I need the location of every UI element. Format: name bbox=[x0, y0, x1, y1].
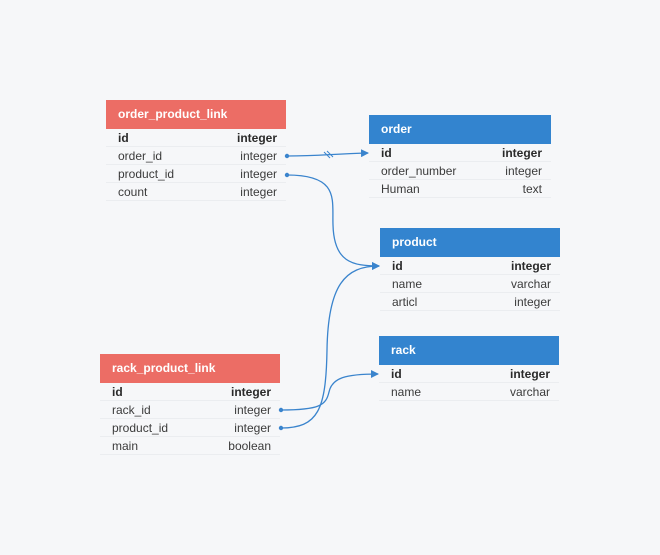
table-row: id integer bbox=[380, 257, 560, 275]
table-row: rack_id integer bbox=[100, 401, 280, 419]
column-type: integer bbox=[230, 385, 271, 399]
connector-crossmark bbox=[323, 150, 334, 159]
column-type: integer bbox=[234, 403, 271, 417]
table-row: name varchar bbox=[379, 383, 559, 401]
table-header[interactable]: rack bbox=[379, 336, 559, 365]
table-row: order_number integer bbox=[369, 162, 551, 180]
column-name: product_id bbox=[118, 167, 175, 181]
table-row: articl integer bbox=[380, 293, 560, 311]
table-order-product-link[interactable]: order_product_link id integer order_id i… bbox=[106, 100, 286, 201]
column-name: id bbox=[118, 131, 129, 145]
connector-line bbox=[280, 262, 380, 429]
column-name: articl bbox=[392, 295, 418, 309]
connector-line bbox=[286, 149, 369, 158]
table-row: Human text bbox=[369, 180, 551, 198]
table-rack[interactable]: rack id integer name varchar bbox=[379, 336, 559, 401]
table-order[interactable]: order id integer order_number integer Hu… bbox=[369, 115, 551, 198]
column-type: boolean bbox=[228, 439, 271, 453]
connector-line bbox=[280, 370, 379, 411]
column-type: integer bbox=[240, 185, 277, 199]
table-row: product_id integer bbox=[106, 165, 286, 183]
table-row: id integer bbox=[369, 144, 551, 162]
column-type: integer bbox=[236, 131, 277, 145]
column-name: id bbox=[391, 367, 402, 381]
connector-order-id[interactable] bbox=[284, 149, 369, 159]
table-header[interactable]: product bbox=[380, 228, 560, 257]
column-name: id bbox=[112, 385, 123, 399]
column-name: id bbox=[392, 259, 403, 273]
column-type: text bbox=[522, 182, 542, 196]
column-type: integer bbox=[510, 259, 551, 273]
column-type: integer bbox=[240, 149, 277, 163]
table-row: name varchar bbox=[380, 275, 560, 293]
table-row: id integer bbox=[106, 129, 286, 147]
column-name: name bbox=[392, 277, 423, 291]
table-header[interactable]: order bbox=[369, 115, 551, 144]
column-type: integer bbox=[240, 167, 277, 181]
connector-product-id-rack-link[interactable] bbox=[278, 262, 380, 431]
column-name: Human bbox=[381, 182, 420, 196]
table-row: id integer bbox=[379, 365, 559, 383]
table-row: id integer bbox=[100, 383, 280, 401]
column-type: integer bbox=[234, 421, 271, 435]
table-rack-product-link[interactable]: rack_product_link id integer rack_id int… bbox=[100, 354, 280, 455]
column-name: rack_id bbox=[112, 403, 151, 417]
connector-line bbox=[286, 174, 380, 270]
table-row: main boolean bbox=[100, 437, 280, 455]
column-name: order_id bbox=[118, 149, 163, 163]
column-name: name bbox=[391, 385, 422, 399]
column-name: product_id bbox=[112, 421, 169, 435]
column-type: integer bbox=[514, 295, 551, 309]
connector-product-id-order-link[interactable] bbox=[284, 172, 380, 270]
connector-rack-id[interactable] bbox=[278, 370, 379, 413]
column-type: varchar bbox=[510, 277, 551, 291]
column-type: integer bbox=[505, 164, 542, 178]
column-name: id bbox=[381, 146, 392, 160]
table-header[interactable]: order_product_link bbox=[106, 100, 286, 129]
table-row: product_id integer bbox=[100, 419, 280, 437]
column-type: varchar bbox=[509, 385, 550, 399]
column-type: integer bbox=[509, 367, 550, 381]
table-row: order_id integer bbox=[106, 147, 286, 165]
table-row: count integer bbox=[106, 183, 286, 201]
column-type: integer bbox=[501, 146, 542, 160]
column-name: count bbox=[118, 185, 148, 199]
column-name: order_number bbox=[381, 164, 457, 178]
table-product[interactable]: product id integer name varchar articl i… bbox=[380, 228, 560, 311]
table-header[interactable]: rack_product_link bbox=[100, 354, 280, 383]
column-name: main bbox=[112, 439, 139, 453]
